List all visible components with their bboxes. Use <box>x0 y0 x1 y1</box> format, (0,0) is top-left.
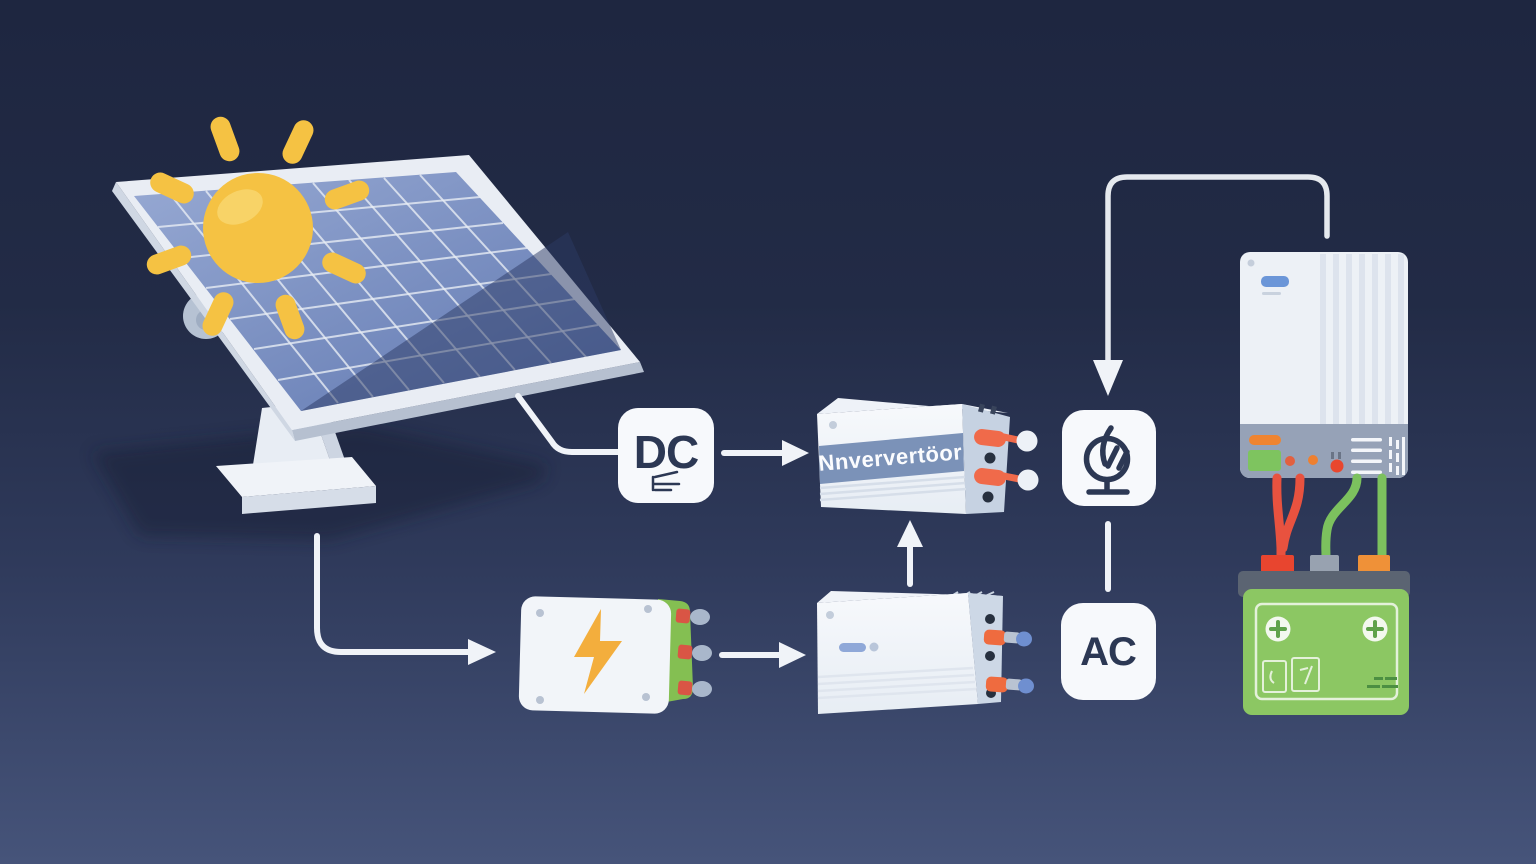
panel-grid-cols <box>169 174 587 404</box>
arrowhead <box>468 639 496 665</box>
power-symbol-icon <box>1083 425 1131 495</box>
dc-badge: DC <box>618 408 714 503</box>
flow-connectors <box>314 174 1330 668</box>
sun-rays <box>146 116 370 340</box>
lightning-bolt-icon <box>574 609 622 694</box>
arrowhead <box>1093 360 1123 396</box>
battery-terminal-red <box>1261 555 1294 574</box>
inverter-box: Nnververtöor <box>817 398 1039 514</box>
elbow-controller-to-power <box>1105 174 1330 363</box>
dc-label: DC <box>634 426 698 478</box>
module-connectors <box>675 608 712 697</box>
controller-brand-pill <box>1261 276 1289 287</box>
arrowhead <box>782 440 809 466</box>
inverter-label-band <box>819 433 964 484</box>
line-panel-to-dc <box>515 393 621 455</box>
panel-grid-rows <box>157 196 599 381</box>
battery-terminal-gray <box>1310 555 1339 574</box>
ac-badge: AC <box>1061 603 1156 700</box>
battery-terminal-orange <box>1358 555 1390 574</box>
converter-connectors <box>983 614 1034 698</box>
converter-box <box>817 591 1034 714</box>
plus-terminal-icon <box>1265 616 1291 642</box>
battery-fine-print <box>1367 677 1398 688</box>
inverter-connectors <box>974 429 1039 503</box>
lightning-module <box>518 596 712 714</box>
battery <box>1238 555 1410 715</box>
ac-label: AC <box>1080 630 1136 674</box>
battery-spec-icons <box>1262 657 1320 693</box>
battery-wires <box>1272 473 1387 565</box>
wire-green <box>1321 473 1362 563</box>
arrowhead <box>897 520 923 547</box>
plus-terminal-icon <box>1362 616 1388 642</box>
power-badge <box>1062 410 1156 506</box>
arrowhead <box>779 642 806 668</box>
dc-symbol-icon <box>651 470 681 492</box>
panel-shade <box>301 232 621 411</box>
charge-controller-unit <box>1240 252 1408 478</box>
wire-red <box>1278 473 1305 553</box>
sun-icon <box>146 116 370 340</box>
line-panel-down <box>314 533 471 655</box>
controller-front-panel <box>1240 424 1408 478</box>
